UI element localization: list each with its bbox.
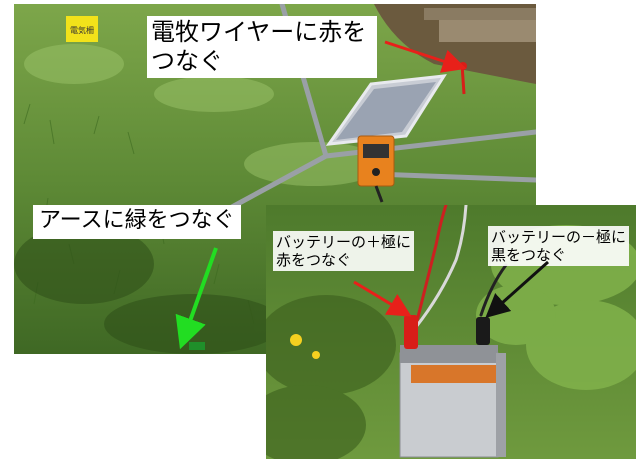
- label-minus-line-1: バッテリーの－極に: [491, 228, 627, 246]
- sign-text: 電気柵: [70, 25, 94, 35]
- label-earth-green: アースに緑をつなぐ: [33, 205, 241, 239]
- label-plus-line-2: 赤をつなぐ: [276, 251, 352, 269]
- label-minus-line-2: 黒をつなぐ: [491, 246, 567, 264]
- label-plus-line-1: バッテリーの＋極に: [276, 233, 412, 251]
- label-red-wire-line-2: つなぐ: [151, 46, 223, 75]
- label-red-wire-line-1: 電牧ワイヤーに赤を: [151, 18, 367, 46]
- label-battery-minus: バッテリーの－極に 黒をつなぐ: [488, 226, 630, 266]
- energizer-box: [357, 135, 395, 203]
- label-battery-plus: バッテリーの＋極に 赤をつなぐ: [273, 231, 415, 271]
- battery: [399, 315, 506, 458]
- warning-sign: 電気柵: [66, 16, 98, 42]
- label-red-to-fence-wire: 電牧ワイヤーに赤を つなぐ: [147, 16, 377, 78]
